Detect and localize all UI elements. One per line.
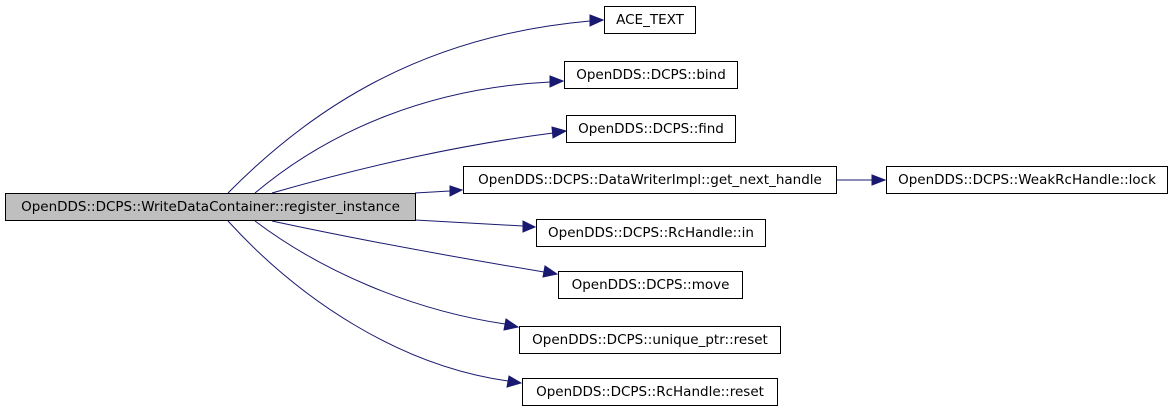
edge-move-arrowhead: [542, 265, 559, 278]
edge-rchandle-reset: [227, 220, 509, 382]
node-rchandle-in[interactable]: OpenDDS::DCPS::RcHandle::in: [536, 219, 766, 247]
edge-ace-text-arrowhead: [589, 14, 605, 27]
edge-find: [271, 132, 554, 194]
node-find[interactable]: OpenDDS::DCPS::find: [566, 115, 736, 143]
edge-get-next-handle-arrowhead: [449, 185, 464, 197]
node-get-next-handle[interactable]: OpenDDS::DCPS::DataWriterImpl::get_next_…: [463, 166, 837, 194]
edge-lock-arrowhead: [871, 174, 887, 186]
node-bind[interactable]: OpenDDS::DCPS::bind: [564, 61, 738, 89]
node-move[interactable]: OpenDDS::DCPS::move: [558, 271, 743, 299]
edge-rchandle-in: [414, 219, 524, 227]
node-ace-text[interactable]: ACE_TEXT: [604, 6, 696, 34]
edge-unique-ptr-reset: [254, 220, 506, 325]
edge-bind-arrowhead: [549, 75, 565, 88]
edge-rchandle-in-arrowhead: [522, 220, 537, 233]
edge-move: [271, 220, 545, 273]
edge-bind: [254, 81, 551, 194]
node-weak-rchandle-lock[interactable]: OpenDDS::DCPS::WeakRcHandle::lock: [886, 166, 1168, 194]
edge-rchandle-reset-arrowhead: [506, 375, 523, 388]
edge-unique-ptr-reset-arrowhead: [503, 318, 520, 331]
node-rchandle-reset[interactable]: OpenDDS::DCPS::RcHandle::reset: [522, 378, 778, 406]
node-register-instance: OpenDDS::DCPS::WriteDataContainer::regis…: [5, 193, 416, 221]
edge-find-arrowhead: [551, 126, 568, 139]
node-unique-ptr-reset[interactable]: OpenDDS::DCPS::unique_ptr::reset: [519, 326, 781, 354]
edge-ace-text: [227, 20, 591, 194]
edge-get-next-handle: [414, 190, 451, 194]
